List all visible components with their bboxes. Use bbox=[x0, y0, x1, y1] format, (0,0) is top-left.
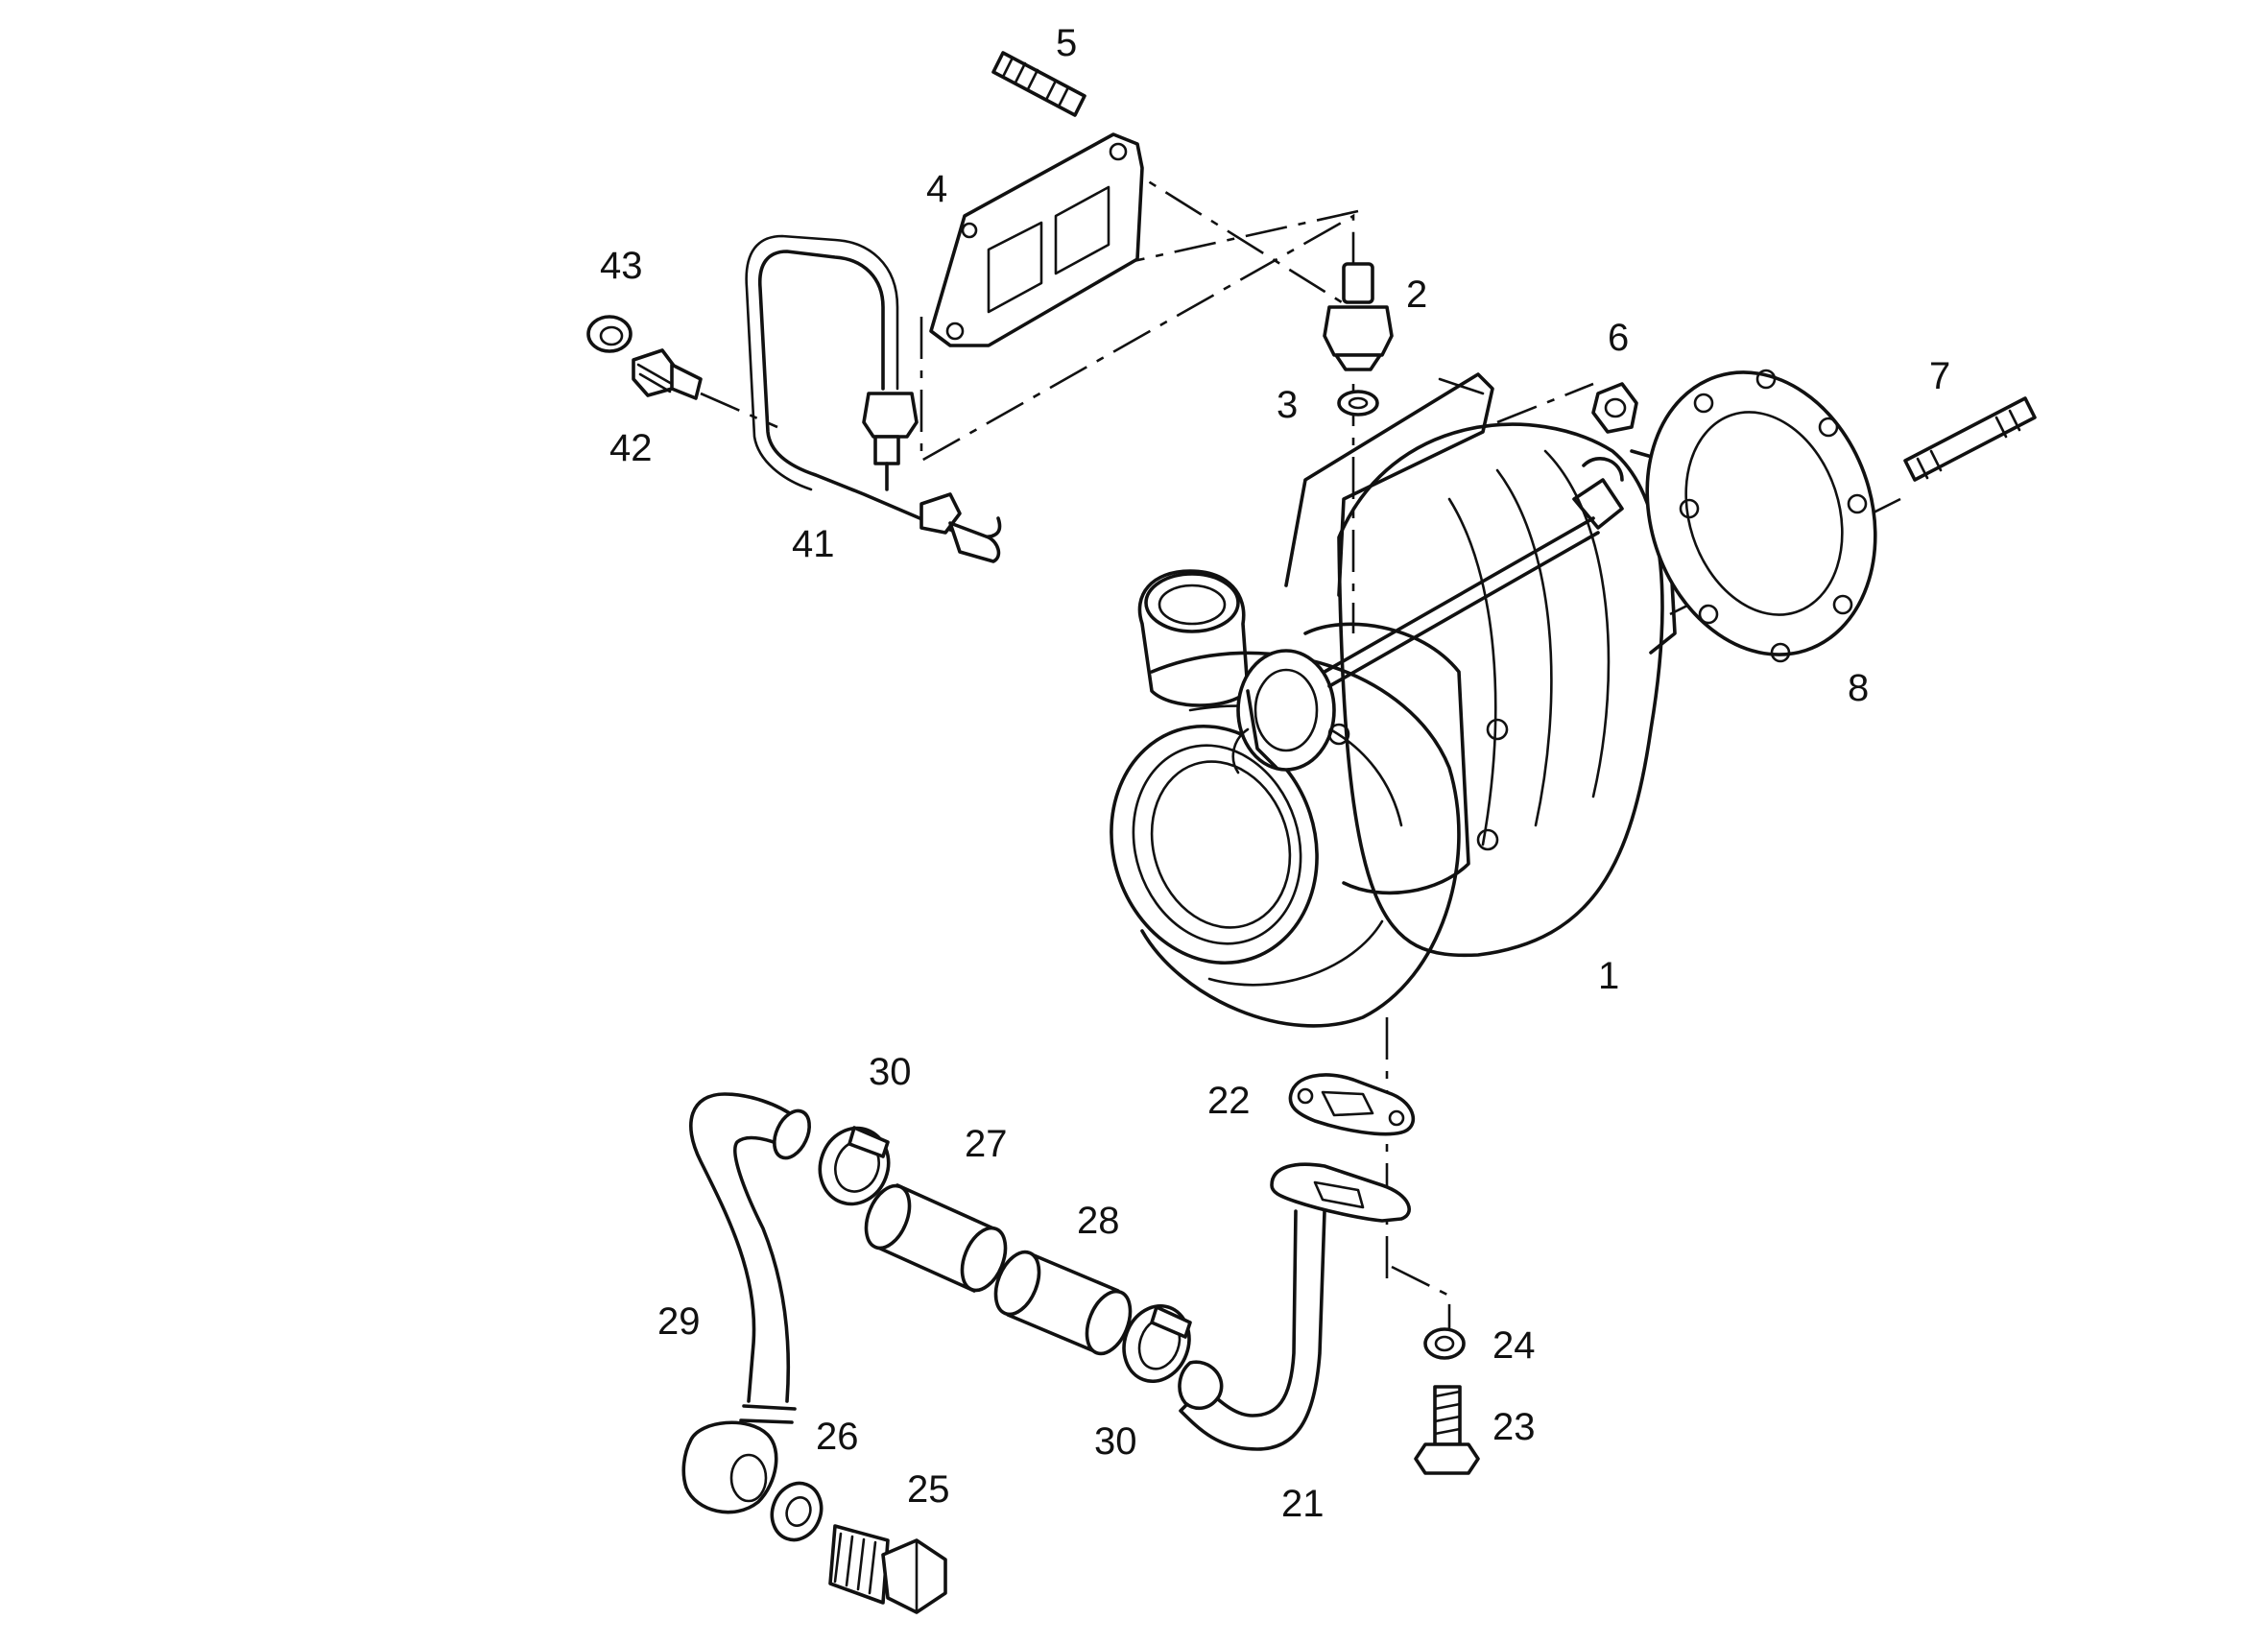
callout-27: 27 bbox=[965, 1123, 1008, 1165]
hose-clamp-upper bbox=[818, 1126, 891, 1206]
adapter-fitting-42 bbox=[632, 348, 703, 400]
hose-28 bbox=[993, 1250, 1133, 1356]
callout-43: 43 bbox=[600, 245, 643, 287]
callout-1: 1 bbox=[1598, 955, 1619, 997]
banjo-bolt-25 bbox=[828, 1524, 947, 1614]
callout-6: 6 bbox=[1608, 317, 1629, 359]
callout-3: 3 bbox=[1277, 384, 1298, 426]
callout-24: 24 bbox=[1492, 1324, 1536, 1367]
pressure-pipe-41 bbox=[745, 234, 1002, 563]
hose-clamp-lower bbox=[1122, 1303, 1192, 1384]
callout-26: 26 bbox=[816, 1416, 859, 1458]
union-fitting bbox=[1323, 262, 1394, 371]
lock-washer-24 bbox=[1423, 1327, 1466, 1360]
oil-return-gasket bbox=[1288, 1073, 1416, 1136]
callout-29: 29 bbox=[657, 1300, 701, 1343]
turbocharger-body bbox=[1110, 372, 1677, 1028]
callout-42: 42 bbox=[609, 427, 653, 469]
callout-30-lower: 30 bbox=[1094, 1420, 1137, 1463]
callout-4: 4 bbox=[926, 168, 947, 210]
banjo-washer-26 bbox=[770, 1481, 824, 1542]
bolt-23 bbox=[1414, 1385, 1480, 1475]
sealing-washer-43 bbox=[586, 315, 633, 353]
stud-5 bbox=[991, 51, 1086, 117]
stud-7 bbox=[1903, 396, 2037, 482]
callout-8: 8 bbox=[1848, 667, 1869, 709]
callout-7: 7 bbox=[1929, 355, 1950, 397]
callout-labels: 1 2 3 4 5 6 7 8 21 22 23 24 25 26 27 28 … bbox=[600, 22, 1950, 1525]
callout-30-upper: 30 bbox=[869, 1051, 912, 1093]
hose-27 bbox=[864, 1183, 1008, 1293]
callout-41: 41 bbox=[792, 523, 835, 565]
callout-23: 23 bbox=[1492, 1406, 1536, 1448]
callout-5: 5 bbox=[1056, 22, 1077, 64]
callout-28: 28 bbox=[1077, 1200, 1120, 1242]
hex-nut-6 bbox=[1591, 382, 1638, 434]
turbine-flange-gasket bbox=[1645, 369, 1877, 663]
callout-21: 21 bbox=[1281, 1483, 1325, 1525]
sealing-washer-3 bbox=[1337, 390, 1379, 417]
callout-2: 2 bbox=[1406, 274, 1427, 316]
oil-return-pipe bbox=[1178, 1162, 1411, 1451]
callout-25: 25 bbox=[907, 1468, 950, 1511]
oil-feed-hose bbox=[681, 1092, 811, 1514]
manifold-gasket bbox=[929, 132, 1144, 347]
callout-22: 22 bbox=[1207, 1080, 1251, 1122]
